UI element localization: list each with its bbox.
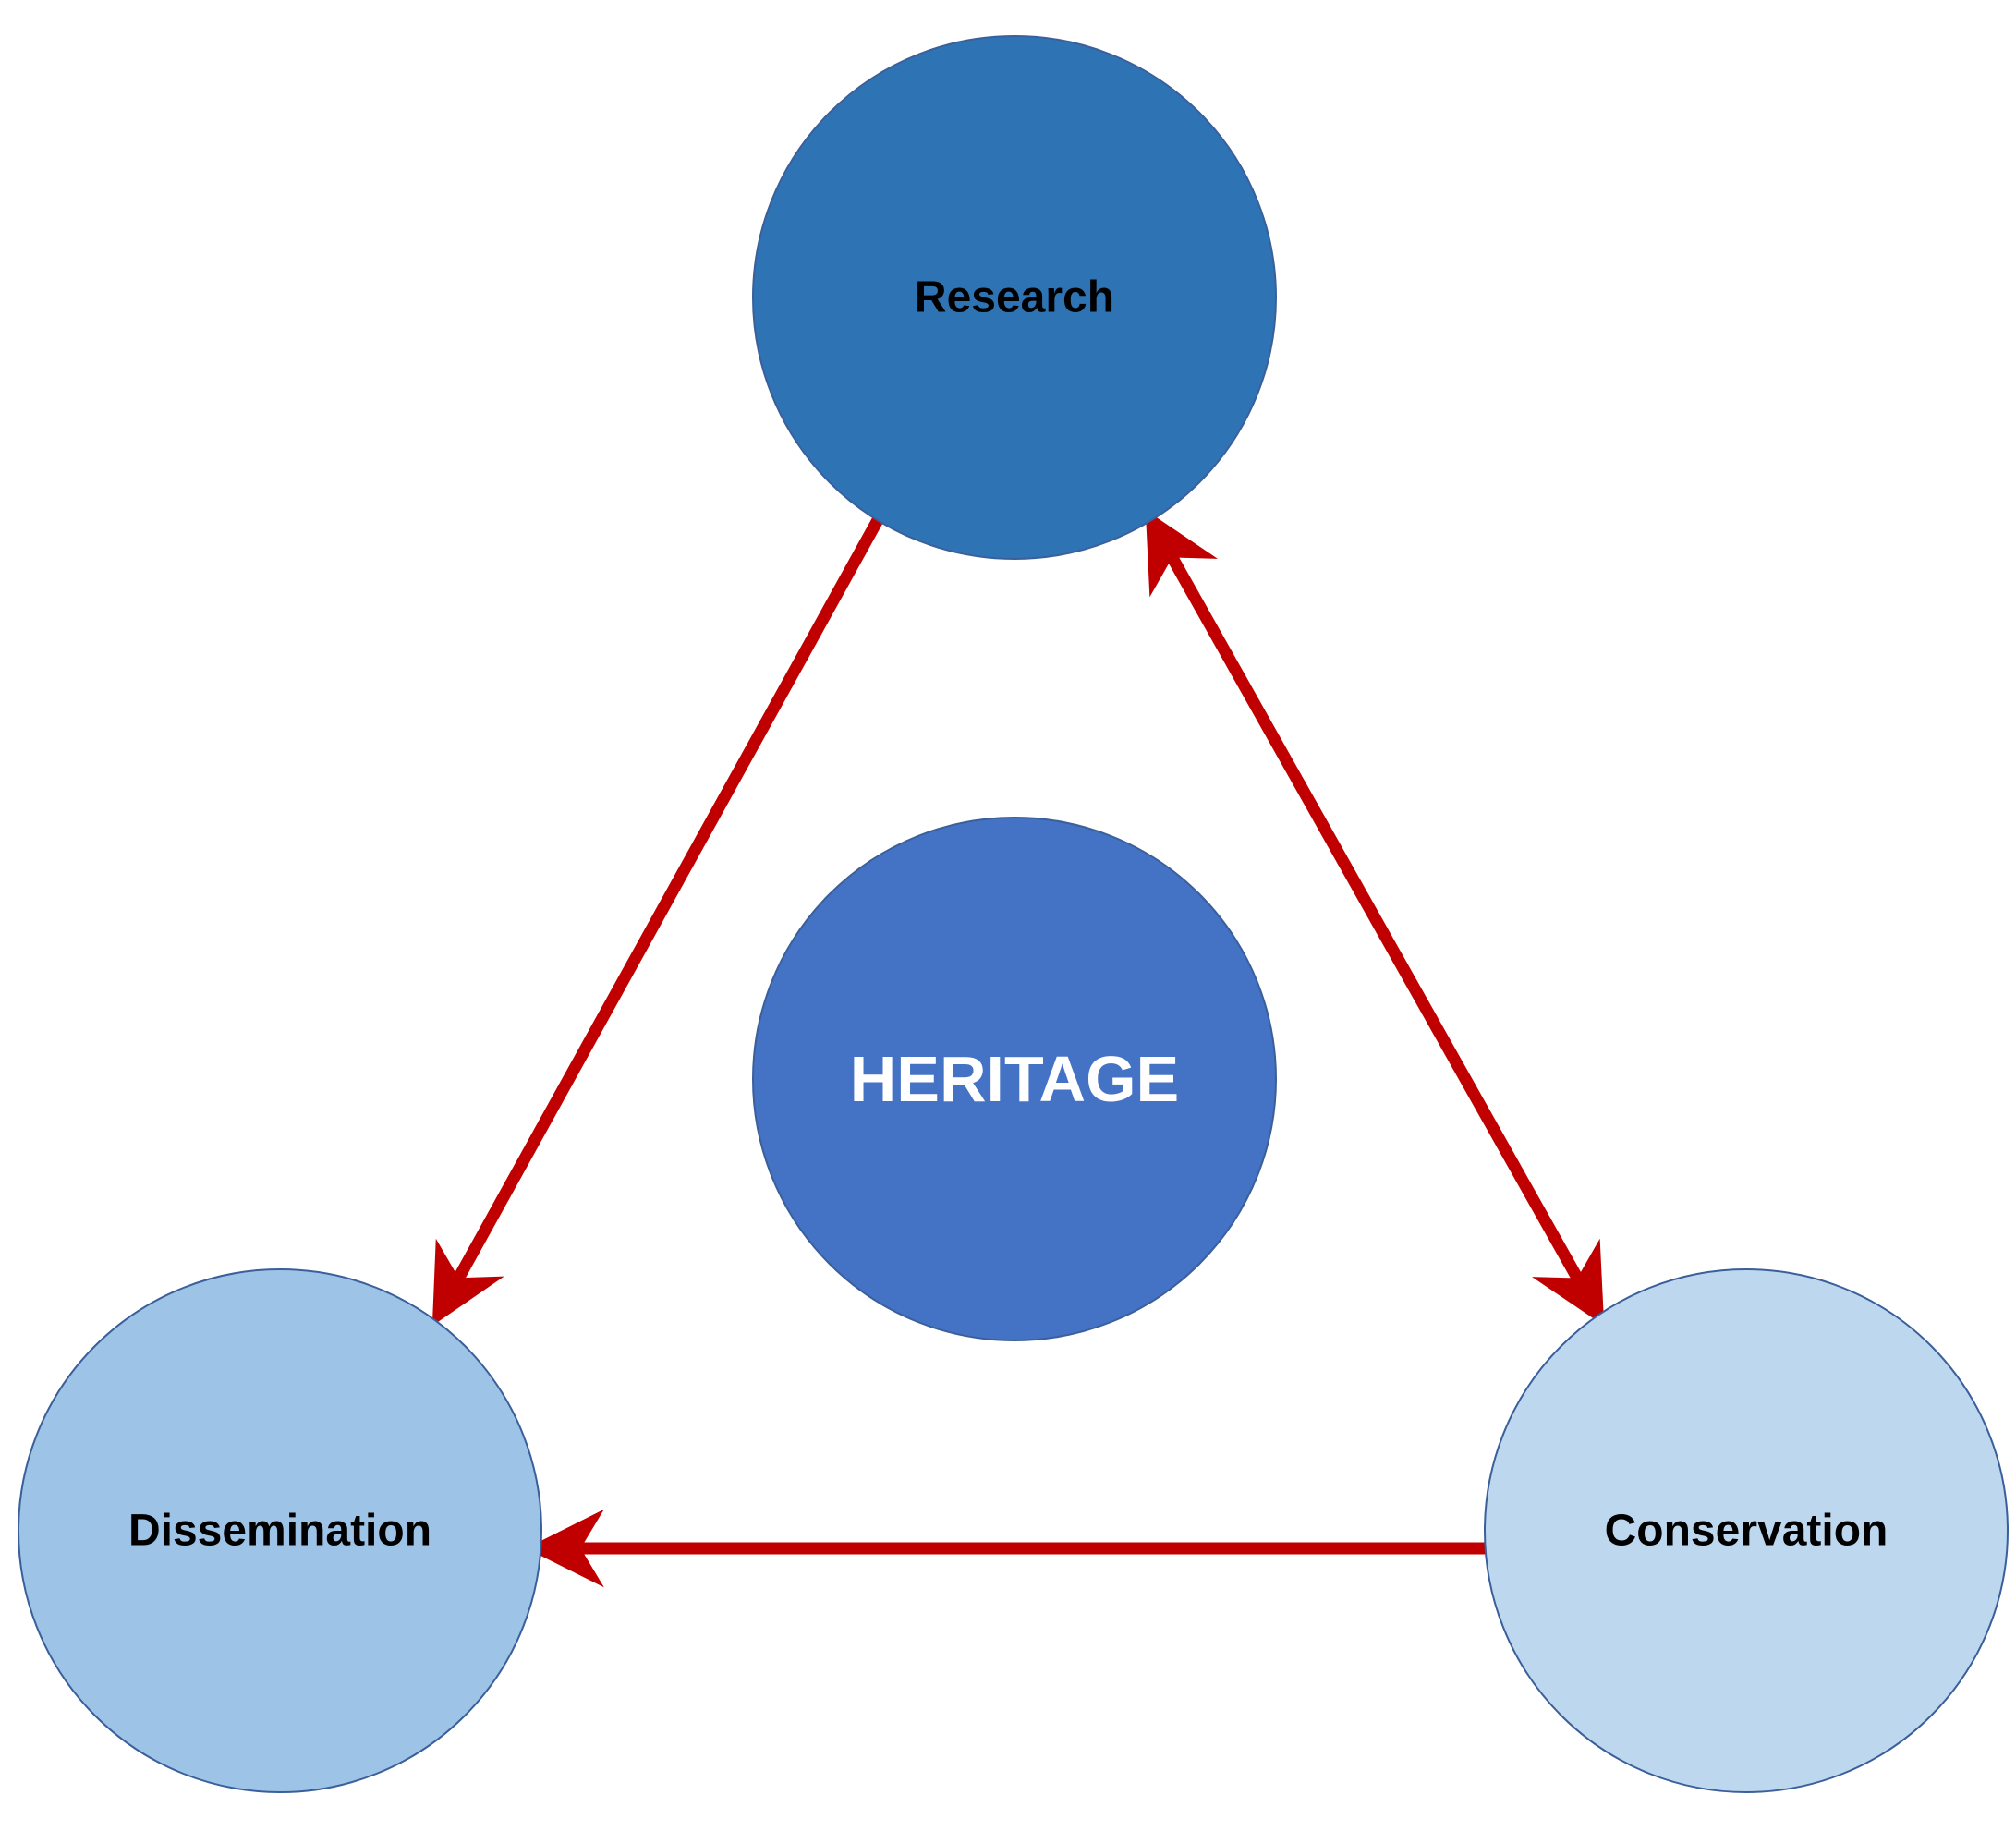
research-circle [752, 35, 1277, 560]
node-dissemination: Dissemination [18, 1268, 542, 1793]
node-heritage: HERITAGE [752, 817, 1277, 1341]
conservation-label: Conservation [1605, 1507, 1888, 1556]
conservation-circle [1484, 1268, 2009, 1793]
dissemination-label: Dissemination [128, 1507, 431, 1556]
arrow-research-to-dissemination [431, 516, 883, 1327]
node-research: Research [752, 35, 1277, 560]
arrow-research-conservation-bidirectional [1145, 509, 1605, 1327]
research-label: Research [915, 273, 1114, 322]
node-conservation: Conservation [1484, 1268, 2009, 1793]
dissemination-circle [18, 1268, 542, 1793]
heritage-circle [752, 817, 1277, 1341]
heritage-label: HERITAGE [850, 1043, 1180, 1115]
